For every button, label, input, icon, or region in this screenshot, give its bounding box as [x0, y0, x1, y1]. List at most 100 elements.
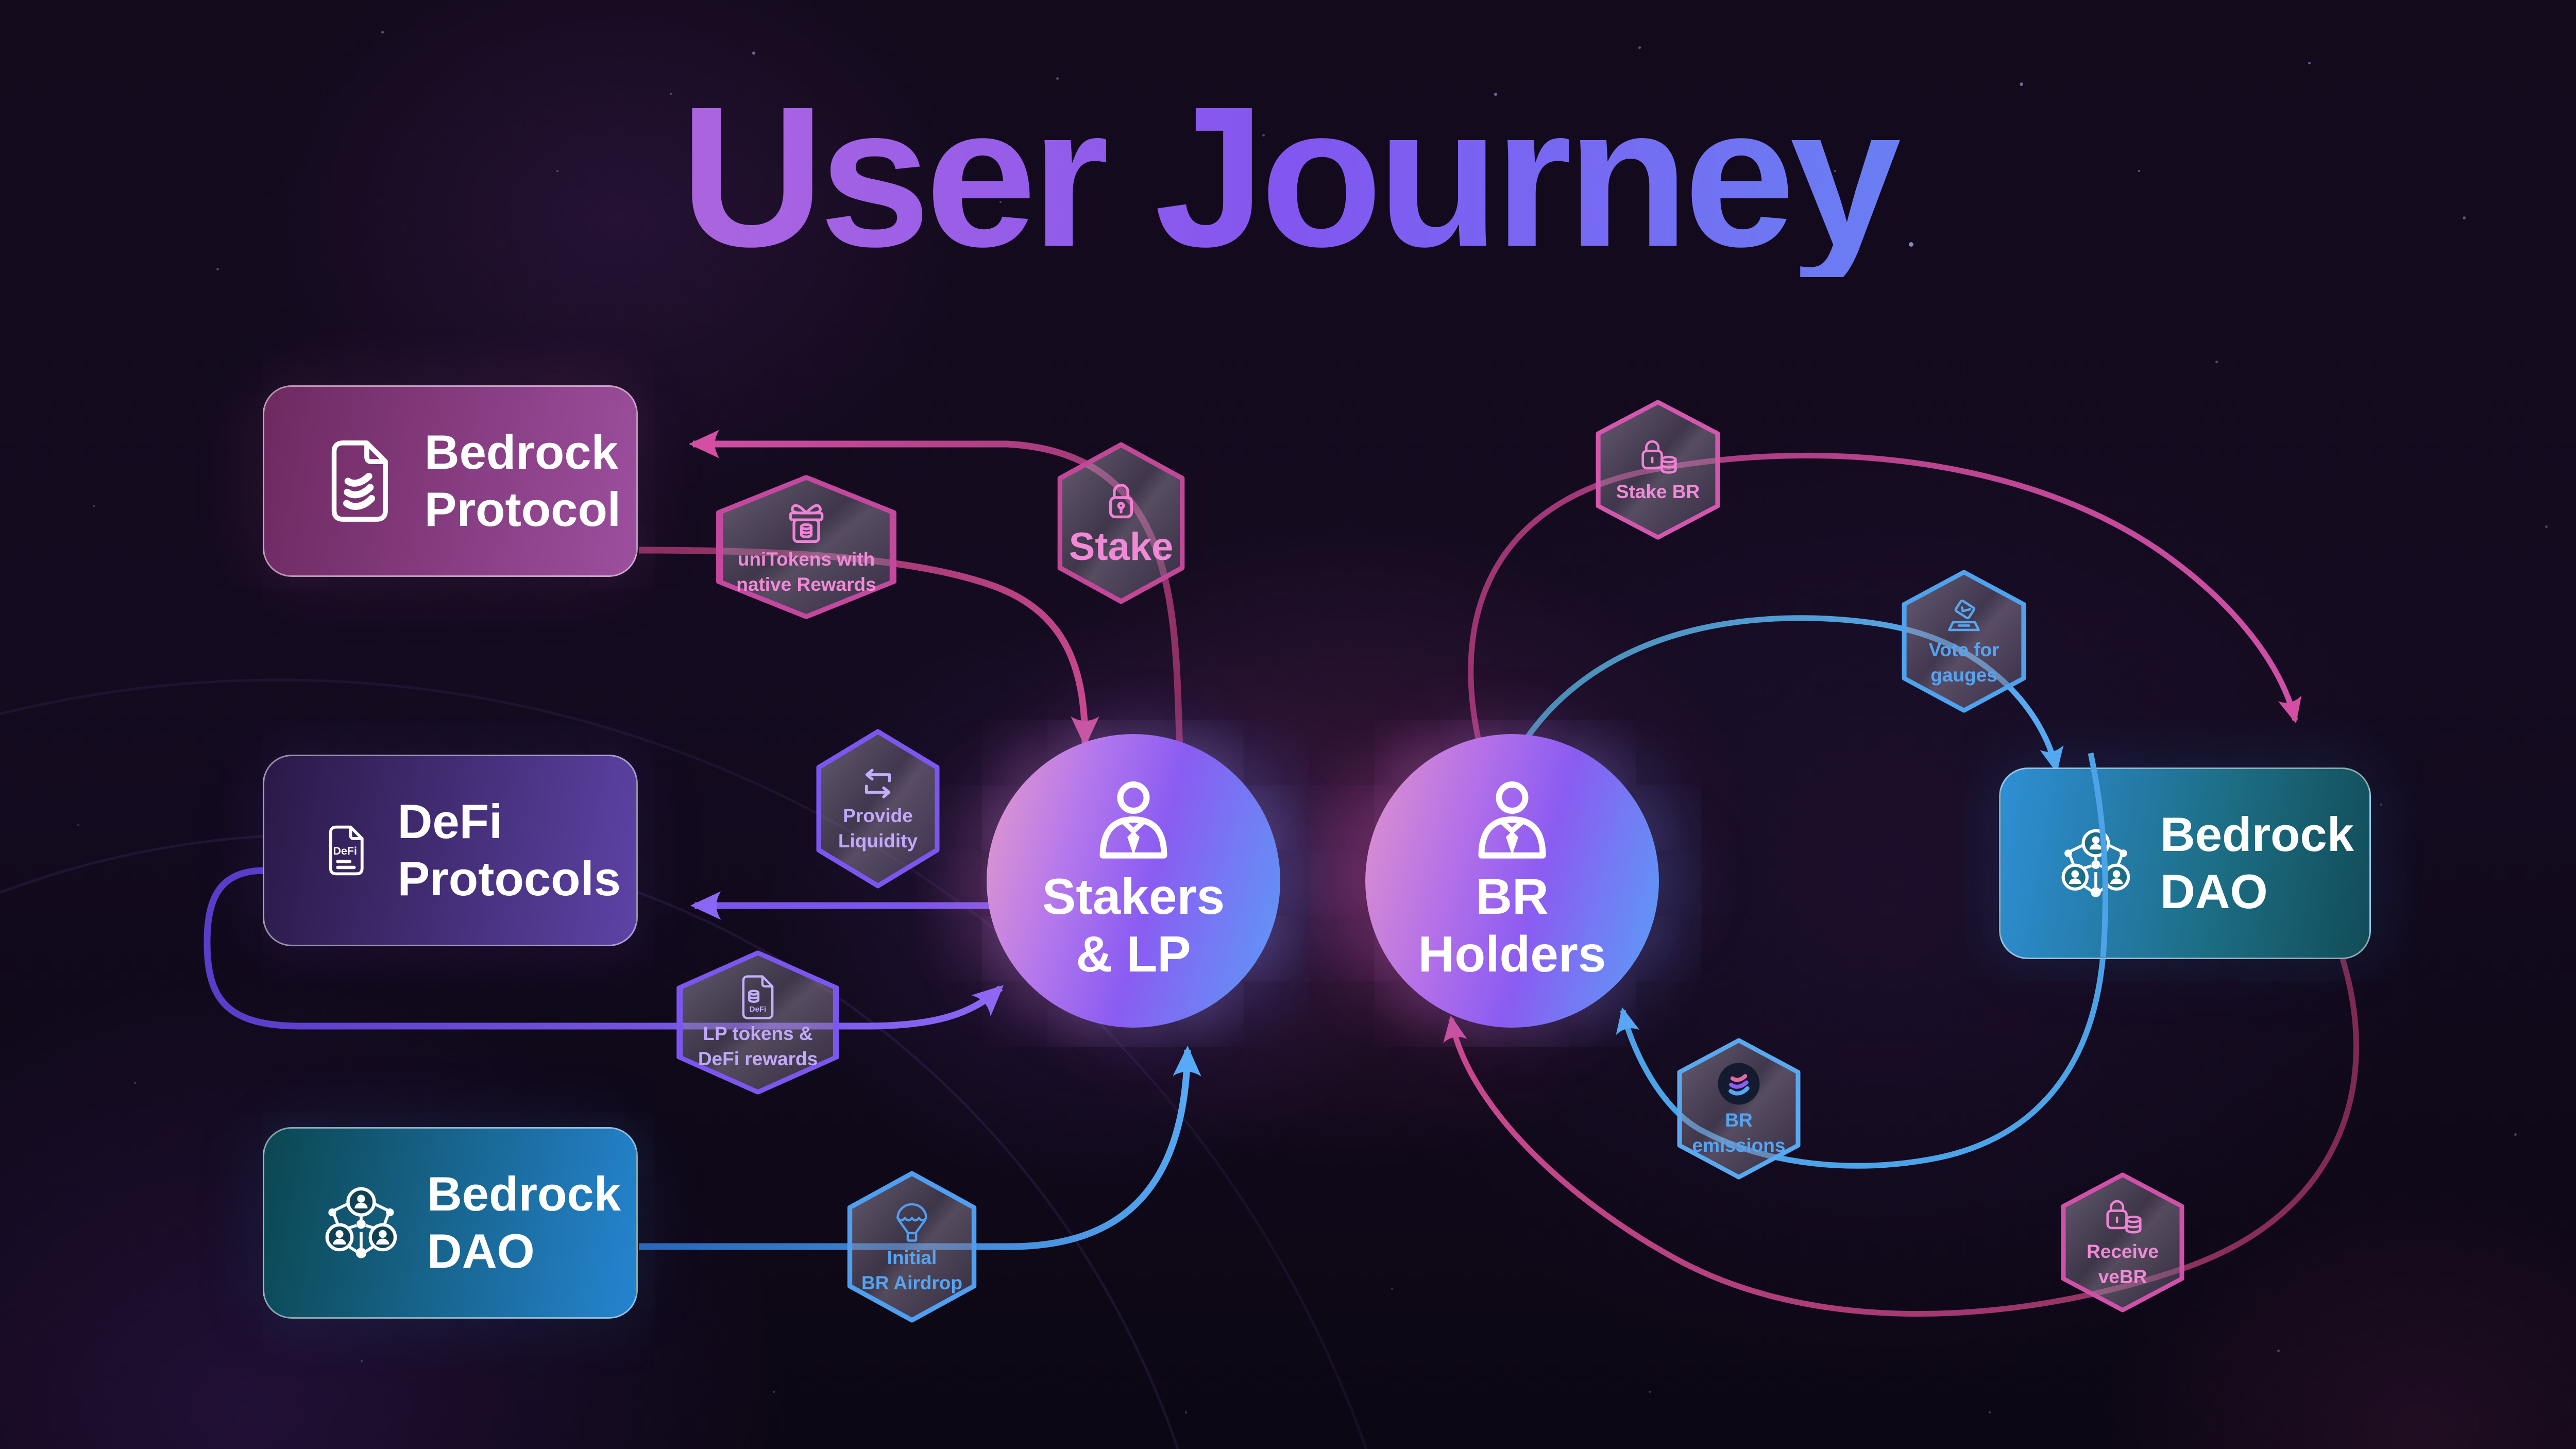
star-dot — [2277, 1350, 2280, 1352]
star-dot — [2380, 804, 2382, 806]
hexagon-shape — [1902, 570, 2026, 713]
star-dot — [1391, 1288, 1393, 1290]
badge-stake: Stake — [1055, 442, 1188, 604]
node-label: BR Holders — [1418, 868, 1606, 982]
node-bedrock-protocol: Bedrock Protocol — [263, 385, 638, 577]
badge-label: emissions — [1692, 1134, 1786, 1156]
parachute-icon — [896, 1203, 927, 1242]
star-dot — [216, 268, 219, 270]
badge-label: Vote for — [1928, 639, 1999, 661]
star-dot — [1989, 1411, 1991, 1413]
badge-vote-for-gauges: Vote for gauges — [1899, 570, 2029, 713]
hexagon-shape — [816, 729, 940, 889]
badge-label: native Rewards — [736, 574, 876, 595]
node-bedrock-dao-right: Bedrock DAO — [1999, 768, 2371, 959]
hexagon-shape — [1596, 400, 1720, 540]
badge-label: Receive — [2087, 1241, 2159, 1263]
badge-label: BR Airdrop — [861, 1272, 962, 1293]
flow-dao-receivevebr-brholders — [1443, 954, 2359, 1317]
hexagon-shape — [676, 950, 839, 1095]
hexagon-shape — [2061, 1172, 2184, 1312]
star-dot — [2514, 1133, 2517, 1136]
badge-br-emissions: BR emissions — [1674, 1038, 1803, 1180]
star-dot — [1909, 242, 1913, 247]
dao-network-icon — [2061, 829, 2130, 897]
star-dot — [1185, 1411, 1187, 1413]
badge-label: LP tokens & — [703, 1023, 813, 1045]
document-layers-icon — [331, 440, 388, 522]
hexagon-shape — [716, 475, 896, 619]
badge-label: Stake BR — [1616, 481, 1700, 502]
badge-label: Initial — [887, 1247, 937, 1268]
star-dot — [773, 1391, 775, 1393]
star-dot — [361, 1360, 363, 1362]
ballot-box-icon — [1948, 600, 1980, 632]
star-dot — [752, 52, 755, 55]
flow-dao-emissions-brholders — [1616, 955, 2106, 1169]
node-label: Bedrock DAO — [2160, 807, 2354, 918]
star-dot — [556, 170, 558, 172]
hexagon-shape — [1677, 1038, 1801, 1180]
swap-arrows-icon — [865, 769, 891, 798]
badge-receive-vebr: Receive veBR — [2058, 1172, 2187, 1312]
lp-doc-label: DeFi — [750, 1005, 766, 1014]
badge-label: uniTokens with — [737, 549, 875, 570]
star-dot — [2545, 525, 2548, 528]
defi-document-icon: DeFi — [329, 825, 364, 876]
star-dot — [1262, 134, 1265, 137]
defi-rewards-document-icon: DeFi — [742, 975, 774, 1019]
star-dot — [1834, 170, 1836, 172]
badge-provide-liquidity: Provide Liquidity — [814, 729, 942, 889]
star-dot — [1056, 77, 1059, 80]
badge-label: BR — [1725, 1109, 1753, 1131]
badge-initial-br-airdrop: Initial BR Airdrop — [844, 1171, 979, 1323]
node-stakers-lp: Stakers & LP — [987, 734, 1280, 1028]
star-dot — [381, 31, 384, 33]
lock-coins-icon — [1641, 440, 1677, 474]
node-label: Bedrock DAO — [427, 1167, 621, 1278]
node-label: DeFi Protocols — [397, 794, 621, 906]
badge-lp-tokens-rewards: DeFi LP tokens & DeFi rewards — [673, 950, 843, 1095]
hexagon-shape — [847, 1171, 977, 1323]
flow-brholders-vote-dao — [1520, 615, 2064, 773]
node-label: Stakers & LP — [1042, 868, 1225, 982]
background-ring — [0, 679, 1367, 1449]
star-dot — [77, 824, 79, 826]
hexagon-shape — [1057, 442, 1185, 604]
badge-label: Stake — [1069, 524, 1174, 569]
badge-label: veBR — [2098, 1266, 2147, 1287]
star-dot — [2138, 170, 2140, 172]
star-dot — [1494, 93, 1497, 96]
person-icon — [1478, 781, 1546, 859]
node-br-holders: BR Holders — [1365, 734, 1659, 1028]
star-dot — [1638, 46, 1641, 49]
lock-icon — [1109, 483, 1133, 518]
node-defi-protocols: DeFi DeFi Protocols — [263, 755, 638, 946]
star-dot — [134, 1082, 136, 1084]
star-dot — [2463, 216, 2466, 219]
badge-label: Provide — [843, 805, 913, 827]
badge-stake-br: Stake BR — [1593, 400, 1723, 540]
badge-unitokens-rewards: uniTokens with native Rewards — [712, 475, 901, 619]
flow-dao-airdrop-stakers — [639, 1045, 1201, 1250]
bedrock-logo-icon — [1718, 1063, 1760, 1105]
badge-label: DeFi rewards — [698, 1048, 818, 1069]
star-dot — [2215, 361, 2218, 363]
person-icon — [1099, 781, 1167, 859]
flow-defi-lptokens-stakers — [204, 867, 1004, 1030]
star-dot — [2020, 82, 2023, 86]
star-dot — [670, 93, 672, 95]
lock-coins-icon — [2106, 1200, 2142, 1234]
flow-brholders-stakebr-dao — [1468, 452, 2302, 763]
defi-doc-label: DeFi — [333, 845, 357, 857]
page-title: User Journey — [0, 77, 2576, 277]
star-dot — [1649, 1391, 1651, 1393]
star-dot — [999, 201, 1002, 203]
node-label: Bedrock Protocol — [424, 425, 621, 536]
star-dot — [2308, 62, 2311, 64]
node-bedrock-dao-left: Bedrock DAO — [263, 1127, 638, 1319]
gift-icon — [789, 504, 824, 543]
badge-label: gauges — [1930, 664, 1997, 686]
star-dot — [93, 505, 95, 507]
